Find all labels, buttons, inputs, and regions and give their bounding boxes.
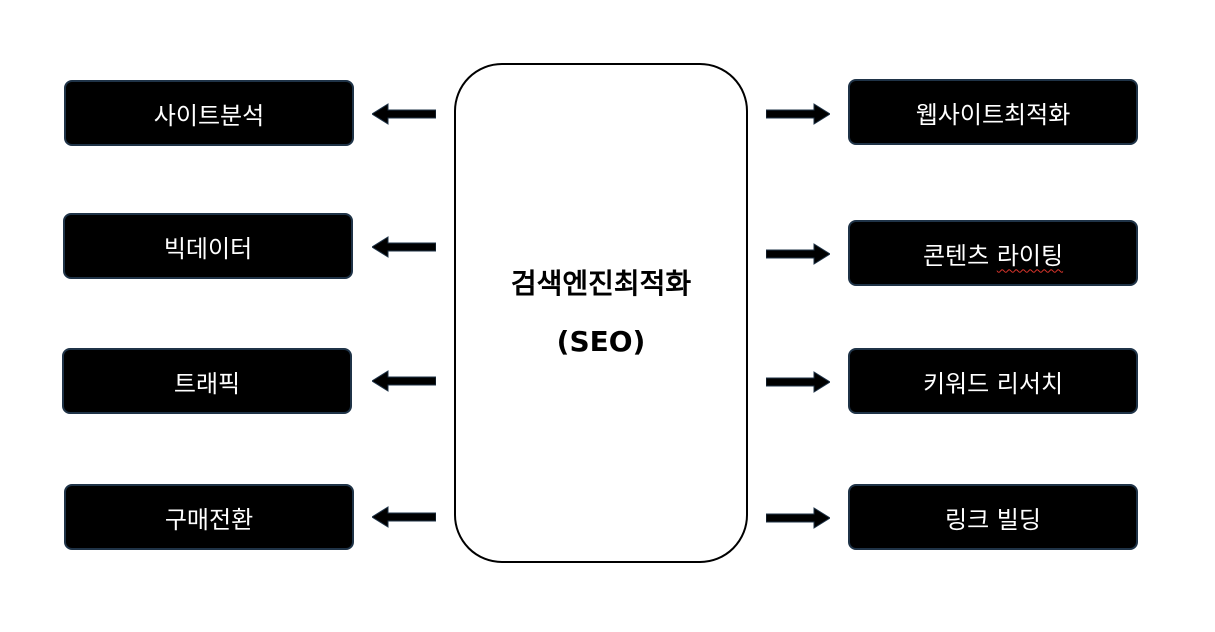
left-arrow-icon <box>372 506 436 528</box>
right-box-label: 키워드 리서치 <box>922 369 1064 398</box>
right-arrow-icon <box>766 243 830 265</box>
right-box-label: 링크 빌딩 <box>945 505 1041 534</box>
left-box-label: 구매전환 <box>164 505 254 534</box>
center-node-seo: 검색엔진최적화 (SEO) <box>454 63 748 563</box>
spellcheck-flagged-word: 라이팅 <box>996 241 1064 270</box>
left-box-site-analysis: 사이트분석 <box>64 80 354 146</box>
center-subtitle: (SEO) <box>556 325 646 358</box>
right-arrow-icon <box>766 371 830 393</box>
left-box-label: 사이트분석 <box>153 101 265 130</box>
right-box-label: 콘텐츠 라이팅 <box>923 236 1063 271</box>
right-box-website-optimization: 웹사이트최적화 <box>848 79 1138 145</box>
left-box-traffic: 트래픽 <box>62 348 352 414</box>
left-arrow-icon <box>372 236 436 258</box>
right-box-label-main: 콘텐츠 <box>922 241 997 270</box>
right-box-link-building: 링크 빌딩 <box>848 484 1138 550</box>
left-arrow-icon <box>372 103 436 125</box>
left-box-label: 빅데이터 <box>163 234 253 263</box>
right-arrow-icon <box>766 103 830 125</box>
right-box-label: 웹사이트최적화 <box>915 100 1071 129</box>
right-arrow-icon <box>766 507 830 529</box>
left-arrow-icon <box>372 370 436 392</box>
left-box-label: 트래픽 <box>173 369 241 398</box>
right-box-content-writing: 콘텐츠 라이팅 <box>848 220 1138 286</box>
right-box-keyword-research: 키워드 리서치 <box>848 348 1138 414</box>
left-box-conversion: 구매전환 <box>64 484 354 550</box>
center-title: 검색엔진최적화 <box>510 267 692 300</box>
left-box-big-data: 빅데이터 <box>63 213 353 279</box>
